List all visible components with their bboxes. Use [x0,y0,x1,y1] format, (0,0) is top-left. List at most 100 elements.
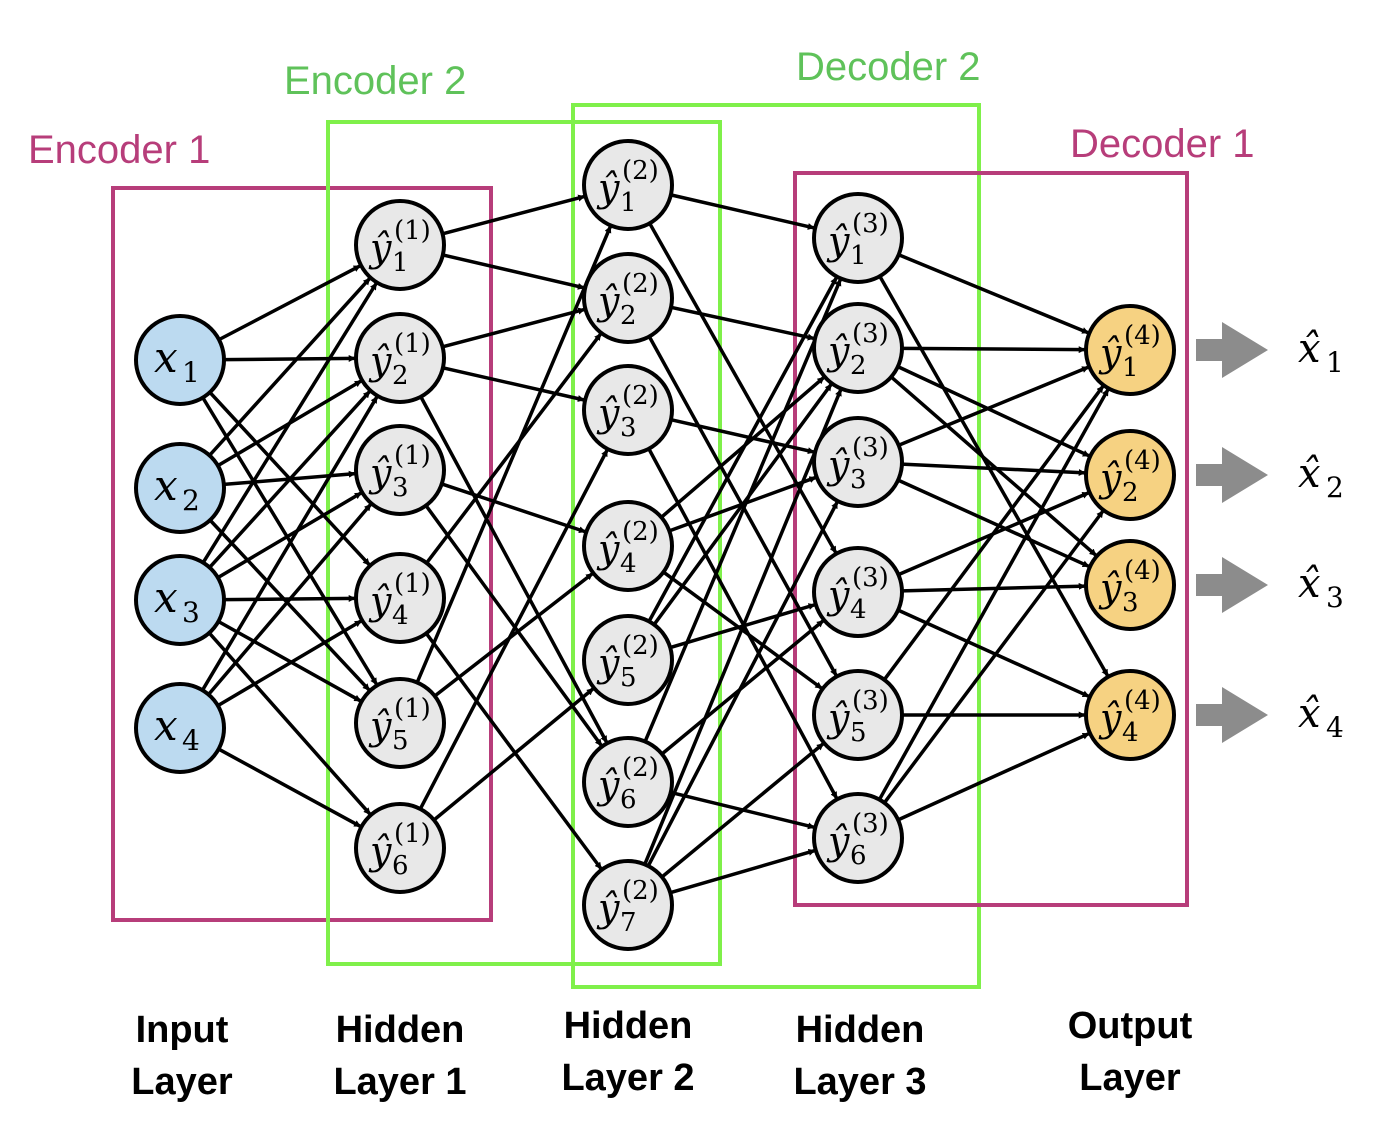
node-subscript: 1 [620,188,637,218]
hidden2-node-6: ŷ(2)6 [582,736,674,828]
node-subscript: 6 [620,785,637,815]
hidden1-node-6: ŷ(1)6 [354,802,446,894]
connection-arrow [218,264,361,342]
node-superscript: (3) [852,686,889,716]
connection-arrow [660,742,825,879]
connection-arrow [216,491,363,580]
node-symbol: ŷ [826,219,850,263]
node-subscript: 4 [1122,718,1139,748]
reconstruction-symbol: x̂ [1298,561,1321,607]
connection-arrow [208,390,372,569]
node-subscript: 4 [620,549,637,579]
hidden2-node-1: ŷ(2)1 [582,139,674,231]
node-symbol: x [154,573,178,622]
input-label-line2: Layer [131,1061,233,1103]
node-superscript: (3) [852,319,889,349]
connection-arrow [647,276,839,623]
connection-arrow [442,194,586,236]
reconstruction-2: x̂2 [1298,451,1344,504]
node-superscript: (1) [394,569,431,599]
node-symbol: ŷ [596,527,620,571]
node-subscript: 3 [1122,588,1139,618]
node-subscript: 5 [850,718,867,748]
hidden2-node-2: ŷ(2)2 [582,252,674,344]
hidden2-node-3: ŷ(2)3 [582,364,674,456]
connection-arrow [424,632,603,870]
node-subscript: 3 [392,473,409,503]
node-superscript: (3) [852,563,889,593]
connection-arrow [898,365,1090,447]
node-subscript: 5 [392,726,409,756]
node-symbol: ŷ [826,819,850,863]
node-symbol: ŷ [596,391,620,435]
hidden1-node-3: ŷ(1)3 [354,424,446,516]
connection-arrow [216,619,363,708]
node-symbol: ŷ [368,451,392,495]
reconstruction-subscript: 4 [1326,711,1344,744]
node-subscript: 4 [182,724,200,757]
node-superscript: (4) [1124,686,1161,716]
connection-arrow [897,365,1090,458]
hidden2-node-7: ŷ(2)7 [582,859,674,951]
output-arrow-icon [1196,447,1268,503]
hidden3-node-4: ŷ(3)4 [812,546,904,638]
connection-arrow [223,354,356,362]
hidden1-node-2: ŷ(1)2 [354,312,446,404]
connection-arrow [418,449,609,810]
input-label-line1: Input [136,1009,229,1051]
hidden1-node-1: ŷ(1)1 [354,199,446,291]
node-subscript: 2 [392,361,409,391]
node-symbol: ŷ [1098,331,1122,375]
connection-arrow [425,332,603,565]
output-node-4: ŷ(4)4 [1084,669,1176,761]
connection-arrow [670,305,815,341]
node-symbol: x [154,461,178,510]
connection-arrow [878,275,1110,677]
connection-arrow [669,848,816,895]
node-subscript: 3 [182,596,200,629]
node-symbol: ŷ [826,573,850,617]
node-symbol: ŷ [1098,566,1122,610]
reconstruction-symbol: x̂ [1298,691,1321,737]
decoder2-box [571,103,981,989]
node-subscript: 6 [392,851,409,881]
connection-arrow [877,388,1110,801]
node-superscript: (1) [394,819,431,849]
connection-arrow [415,225,613,684]
hidden1-label-line2: Layer 1 [333,1061,466,1103]
hidden3-node-6: ŷ(3)6 [812,792,904,884]
connection-arrow [652,383,833,626]
node-symbol: ŷ [826,696,850,740]
node-symbol: ŷ [826,443,850,487]
connection-arrow [442,307,586,349]
connection-arrow [882,509,1105,804]
hidden2-label-line2: Layer 2 [561,1057,694,1099]
hidden1-label-line1: Hidden [336,1009,465,1051]
connection-arrow [897,731,1090,822]
node-superscript: (1) [394,441,431,471]
node-subscript: 1 [1122,353,1139,383]
hidden2-node-4: ŷ(2)4 [582,500,674,592]
connection-arrow [643,278,843,743]
node-subscript: 2 [850,351,867,381]
node-subscript: 1 [182,356,200,389]
connection-arrow [217,747,362,828]
node-subscript: 3 [620,413,637,443]
node-superscript: (2) [622,517,659,547]
connection-arrow [882,385,1105,681]
node-superscript: (4) [1124,321,1161,351]
connection-arrow [901,346,1086,354]
node-symbol: x [154,333,178,382]
hidden3-node-3: ŷ(3)3 [812,416,904,508]
node-superscript: (4) [1124,556,1161,586]
node-superscript: (3) [852,209,889,239]
hidden3-node-2: ŷ(3)2 [812,302,904,394]
connection-arrow [200,395,379,692]
connection-arrow [432,687,595,822]
connection-arrow [208,518,371,692]
node-superscript: (4) [1124,446,1161,476]
node-superscript: (2) [622,269,659,299]
